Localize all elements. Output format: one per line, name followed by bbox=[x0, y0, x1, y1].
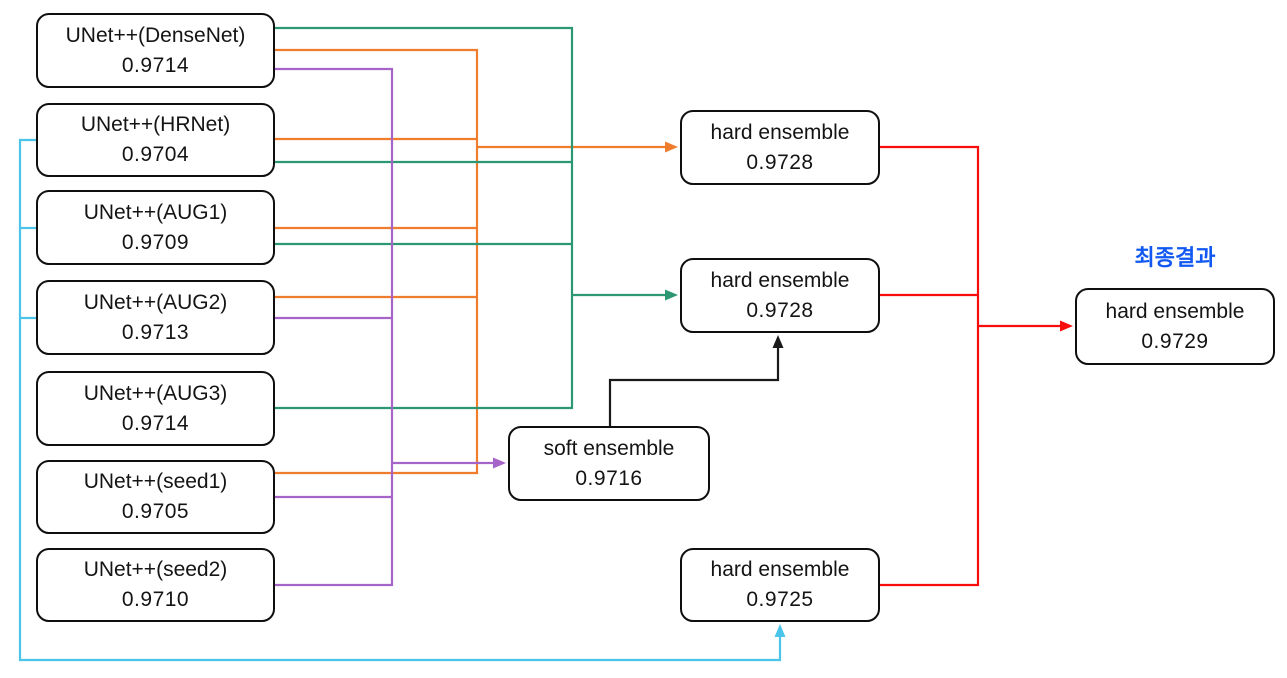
ensemble-name: hard ensemble bbox=[1105, 299, 1245, 323]
model-name: UNet++(AUG3) bbox=[83, 381, 228, 405]
edge-red-to-final-arrowhead bbox=[1060, 320, 1073, 332]
edge-orange-to-hard-top-arrowhead bbox=[665, 141, 678, 153]
edge-black-soft-to-hard-mid bbox=[608, 344, 780, 426]
node-unet-densenet: UNet++(DenseNet) 0.9714 bbox=[36, 13, 275, 88]
ensemble-score: 0.9728 bbox=[746, 298, 814, 322]
node-unet-aug2: UNet++(AUG2) 0.9713 bbox=[36, 280, 275, 355]
node-hard-ensemble-top: hard ensemble 0.9728 bbox=[680, 110, 880, 185]
model-score: 0.9714 bbox=[121, 53, 190, 77]
model-score: 0.9704 bbox=[121, 143, 190, 166]
node-hard-ensemble-middle: hard ensemble 0.9728 bbox=[680, 258, 880, 333]
model-score: 0.9713 bbox=[121, 320, 190, 344]
edge-black-soft-to-hard-mid-arrowhead bbox=[772, 335, 784, 348]
model-name: UNet++(AUG2) bbox=[83, 290, 228, 314]
model-score: 0.9705 bbox=[121, 500, 190, 523]
model-name: UNet++(seed2) bbox=[83, 558, 228, 581]
node-unet-seed1: UNet++(seed1) 0.9705 bbox=[36, 460, 275, 534]
ensemble-score: 0.9725 bbox=[746, 588, 814, 611]
node-unet-hrnet: UNet++(HRNet) 0.9704 bbox=[36, 103, 275, 177]
ensemble-name: soft ensemble bbox=[543, 436, 675, 460]
ensemble-score: 0.9728 bbox=[746, 150, 814, 174]
ensemble-name: hard ensemble bbox=[710, 268, 850, 292]
node-hard-ensemble-bottom: hard ensemble 0.9725 bbox=[680, 548, 880, 622]
node-soft-ensemble: soft ensemble 0.9716 bbox=[508, 426, 710, 501]
final-result-label: 최종결과 bbox=[1134, 245, 1216, 270]
ensemble-score: 0.9716 bbox=[575, 466, 643, 490]
edge-purple-to-soft-arrowhead bbox=[493, 457, 506, 469]
model-score: 0.9710 bbox=[121, 588, 190, 611]
model-score: 0.9709 bbox=[121, 230, 190, 254]
ensemble-score: 0.9729 bbox=[1141, 329, 1209, 353]
node-unet-seed2: UNet++(seed2) 0.9710 bbox=[36, 548, 275, 622]
edge-purple-trunk-densenet-seed2 bbox=[275, 67, 394, 587]
edge-orange-trunk-densenet-seed1 bbox=[275, 48, 479, 475]
ensemble-name: hard ensemble bbox=[710, 558, 850, 581]
node-unet-aug1: UNet++(AUG1) 0.9709 bbox=[36, 190, 275, 265]
node-final-hard-ensemble: hard ensemble 0.9729 bbox=[1075, 288, 1275, 365]
model-name: UNet++(HRNet) bbox=[80, 113, 231, 136]
edge-red-trunk-hard-top-hard-bot bbox=[880, 145, 980, 587]
edge-green-to-hard-mid-arrowhead bbox=[665, 289, 678, 301]
model-name: UNet++(seed1) bbox=[83, 470, 228, 493]
edge-cyan-main-hrnet-to-hard-bot-arrowhead bbox=[774, 624, 786, 637]
model-score: 0.9714 bbox=[121, 411, 190, 435]
model-name: UNet++(AUG1) bbox=[83, 200, 228, 224]
node-unet-aug3: UNet++(AUG3) 0.9714 bbox=[36, 371, 275, 446]
ensemble-name: hard ensemble bbox=[710, 120, 850, 144]
edge-green-trunk-densenet-aug3 bbox=[275, 26, 574, 410]
model-name: UNet++(DenseNet) bbox=[65, 23, 246, 47]
